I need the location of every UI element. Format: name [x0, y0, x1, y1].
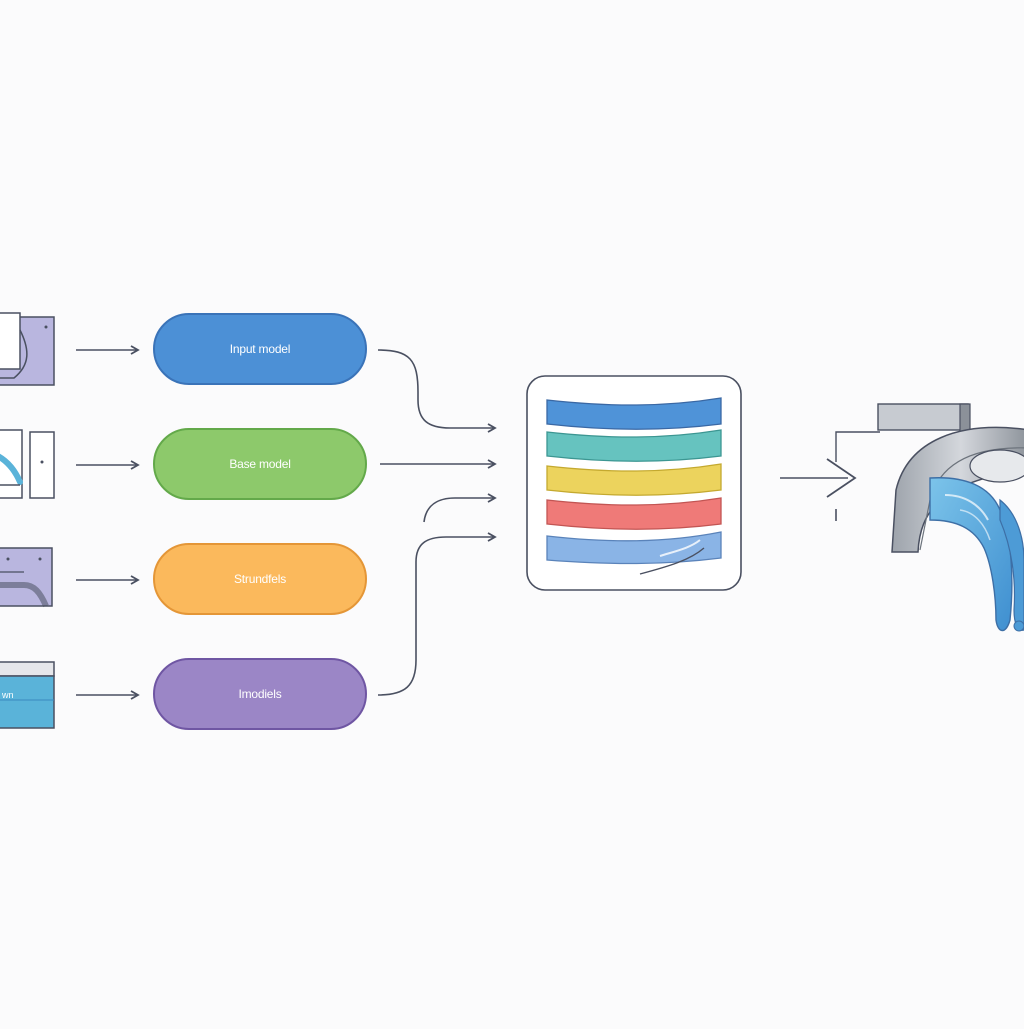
node-base-model[interactable]: Base model [153, 428, 367, 500]
faucet-sketch-icon [0, 429, 55, 499]
connector-node3 [423, 493, 497, 523]
tank-label: wn [1, 690, 14, 700]
connector-node4 [377, 532, 497, 696]
water-tank-icon: wn [0, 661, 55, 729]
node-input-model-label: Input model [229, 342, 291, 356]
pipe-water-icon [877, 403, 1024, 632]
node-imodiels[interactable]: Imodiels [153, 658, 367, 730]
output-arrow [780, 431, 880, 521]
stack-layer-3 [546, 463, 722, 496]
node-strundfels[interactable]: Strundfels [153, 543, 367, 615]
device-icon [0, 312, 55, 386]
node-strundfels-label: Strundfels [233, 572, 287, 586]
node-imodiels-label: Imodiels [238, 687, 282, 701]
stack-layer-4 [546, 497, 722, 530]
icon-arrows [76, 345, 140, 700]
stack-layer-5 [546, 531, 722, 565]
stack-layer-1 [546, 397, 722, 430]
connector-arrows [377, 349, 497, 696]
stack-swoosh [639, 547, 705, 575]
stack-layer-2 [546, 429, 722, 462]
node-input-model[interactable]: Input model [153, 313, 367, 385]
bent-pipe-icon [0, 547, 53, 608]
layer-stack [526, 375, 742, 591]
connector-node1 [377, 349, 497, 433]
node-base-model-label: Base model [229, 457, 291, 471]
